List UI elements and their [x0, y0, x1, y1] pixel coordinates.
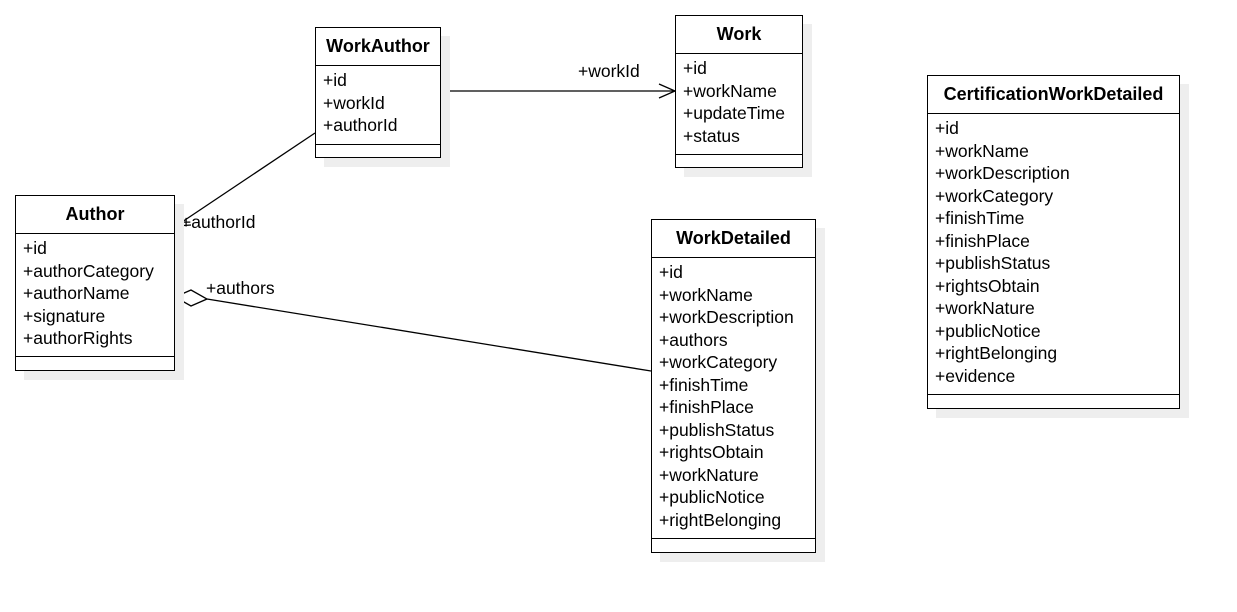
class-certification-work-detailed[interactable]: CertificationWorkDetailed +id +workName …	[927, 75, 1180, 409]
author-id-association-line[interactable]	[175, 132, 316, 227]
attribute: +id	[659, 262, 683, 282]
attribute: +signature	[23, 305, 106, 326]
authors-edge-label: +authors	[206, 278, 275, 298]
attribute: +rightsObtain	[659, 442, 764, 462]
authors-aggregation-diamond	[173, 289, 209, 307]
class-title: WorkDetailed	[652, 220, 815, 258]
author-id-arrowhead	[174, 211, 192, 227]
attribute-list: +id +workName +workDescription +authors …	[652, 258, 815, 539]
attribute: +workName	[935, 140, 1029, 161]
attribute: +publishStatus	[659, 419, 775, 440]
class-title: WorkAuthor	[316, 28, 440, 66]
attribute: +workNature	[659, 464, 759, 485]
class-title: Work	[676, 16, 802, 54]
attribute: +authorCategory	[23, 260, 154, 281]
attribute: +finishPlace	[935, 230, 1030, 251]
attribute-list: +id +workName +updateTime +status	[676, 54, 802, 155]
attribute: +workNature	[935, 298, 1035, 318]
attribute-list: +id +workName +workDescription +workCate…	[928, 114, 1179, 395]
attribute: +evidence	[935, 365, 1016, 386]
attribute: +authors	[659, 329, 728, 350]
author-id-edge-label: +authorId	[181, 212, 256, 232]
work-id-edge-label: +workId	[578, 61, 640, 81]
attribute: +authorRights	[23, 328, 133, 348]
attribute: +rightBelonging	[659, 509, 782, 530]
attribute: +id	[323, 70, 347, 90]
attribute: +workDescription	[935, 163, 1070, 183]
attribute: +authorId	[323, 115, 398, 135]
class-work[interactable]: Work +id +workName +updateTime +status	[675, 15, 803, 168]
attribute: +workDescription	[659, 307, 794, 327]
attribute: +publishStatus	[935, 253, 1051, 273]
attribute: +finishPlace	[659, 397, 754, 417]
class-title: Author	[16, 196, 174, 234]
attribute: +status	[683, 125, 740, 146]
attribute-list: +id +authorCategory +authorName +signatu…	[16, 234, 174, 357]
attribute: +finishTime	[935, 208, 1025, 228]
class-work-detailed[interactable]: WorkDetailed +id +workName +workDescript…	[651, 219, 816, 553]
class-author[interactable]: Author +id +authorCategory +authorName +…	[15, 195, 175, 371]
attribute: +workName	[659, 284, 753, 305]
attribute: +id	[935, 118, 959, 138]
attribute: +updateTime	[683, 103, 785, 123]
attribute: +workCategory	[935, 185, 1054, 206]
attribute: +publicNotice	[935, 320, 1041, 341]
attribute: +publicNotice	[659, 487, 765, 507]
authors-aggregation-line[interactable]	[206, 298, 652, 372]
attribute: +workName	[683, 80, 777, 101]
attribute: +workCategory	[659, 352, 778, 372]
attribute: +finishTime	[659, 374, 749, 395]
attribute: +id	[23, 238, 47, 258]
class-work-author[interactable]: WorkAuthor +id +workId +authorId	[315, 27, 441, 158]
attribute-list: +id +workId +authorId	[316, 66, 440, 145]
class-title: CertificationWorkDetailed	[928, 76, 1179, 114]
attribute: +rightBelonging	[935, 343, 1058, 363]
attribute: +rightsObtain	[935, 275, 1040, 296]
attribute: +id	[683, 58, 707, 78]
attribute: +authorName	[23, 283, 130, 303]
attribute: +workId	[323, 92, 385, 113]
